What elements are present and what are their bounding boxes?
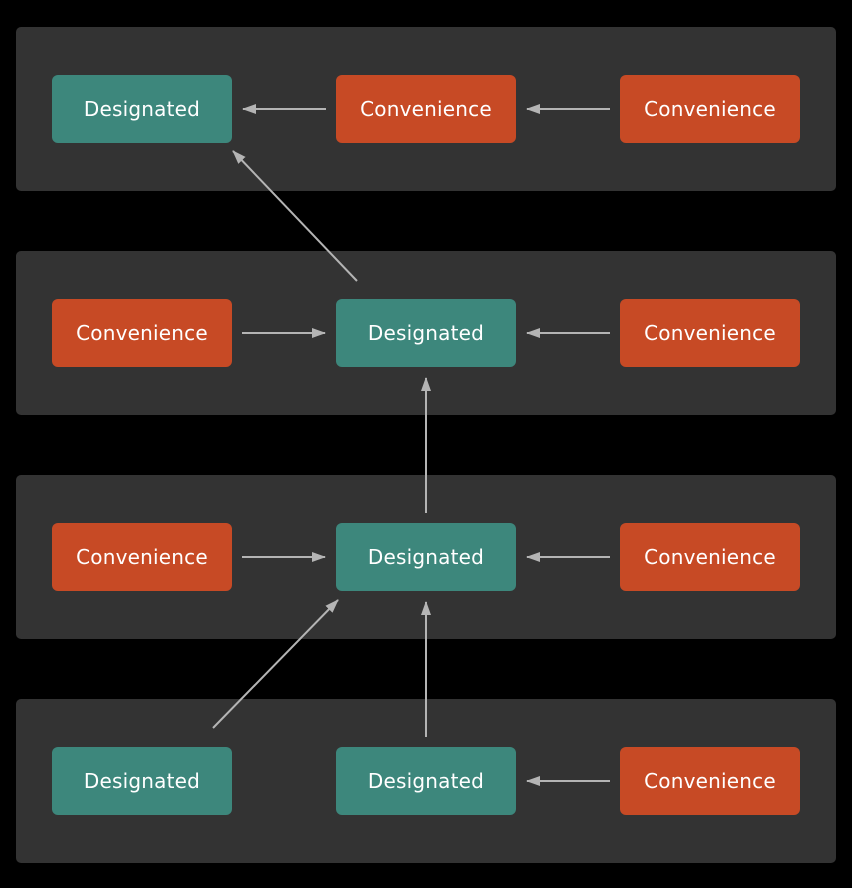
convenience-initializer-node: Convenience [52,299,232,367]
convenience-initializer-node: Convenience [620,523,800,591]
designated-initializer-node: Designated [336,523,516,591]
convenience-initializer-node: Convenience [336,75,516,143]
convenience-initializer-node: Convenience [620,299,800,367]
designated-initializer-node: Designated [336,299,516,367]
designated-initializer-node: Designated [52,75,232,143]
convenience-initializer-node: Convenience [620,75,800,143]
convenience-initializer-node: Convenience [620,747,800,815]
designated-initializer-node: Designated [52,747,232,815]
designated-initializer-node: Designated [336,747,516,815]
convenience-initializer-node: Convenience [52,523,232,591]
